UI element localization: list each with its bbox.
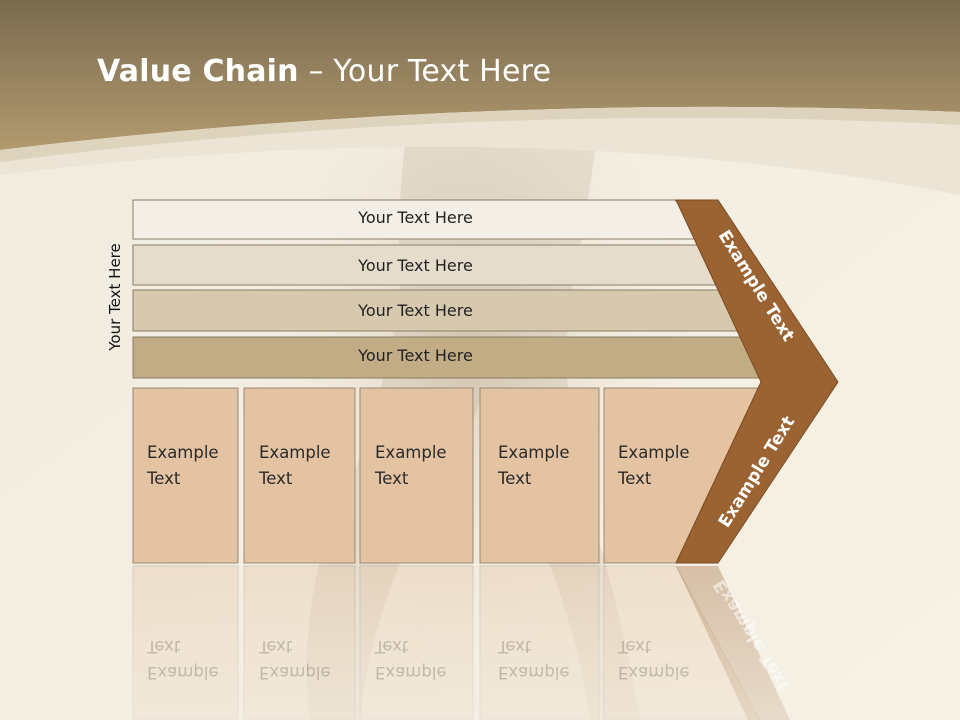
side-label: Your Text Here — [106, 243, 124, 351]
slide-title: Value Chain – Your Text Here — [97, 54, 551, 89]
bar-label-1: Your Text Here — [358, 208, 473, 227]
bar-label-3: Your Text Here — [358, 301, 473, 320]
title-bold: Value Chain — [97, 54, 299, 89]
bar-label-4: Your Text Here — [358, 346, 473, 365]
bar-label-2: Your Text Here — [358, 256, 473, 275]
title-rest: – Your Text Here — [298, 54, 552, 89]
